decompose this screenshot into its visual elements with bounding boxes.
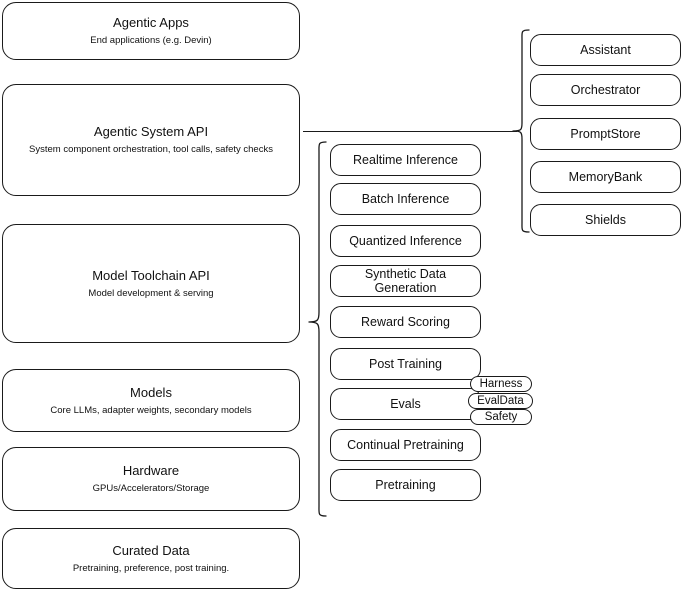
toolchain-item-post-training[interactable]: Post Training: [330, 348, 481, 380]
eval-tag-harness[interactable]: Harness: [470, 376, 532, 392]
system-item-shields[interactable]: Shields: [530, 204, 681, 236]
layer-title: Agentic Apps: [113, 15, 189, 30]
layer-subtitle: Model development & serving: [88, 287, 214, 299]
system-item-memorybank[interactable]: MemoryBank: [530, 161, 681, 193]
toolchain-item-reward-scoring[interactable]: Reward Scoring: [330, 306, 481, 338]
brace-toolchain-components: [308, 141, 327, 517]
toolchain-item-synthetic-data-generation[interactable]: Synthetic Data Generation: [330, 265, 481, 297]
layer-subtitle: Pretraining, preference, post training.: [72, 562, 230, 574]
eval-tag-evaldata[interactable]: EvalData: [468, 393, 533, 409]
toolchain-item-continual-pretraining[interactable]: Continual Pretraining: [330, 429, 481, 461]
toolchain-item-batch-inference[interactable]: Batch Inference: [330, 183, 481, 215]
toolchain-item-pretraining[interactable]: Pretraining: [330, 469, 481, 501]
system-item-promptstore[interactable]: PromptStore: [530, 118, 681, 150]
layer-title: Models: [130, 384, 172, 400]
eval-tag-safety[interactable]: Safety: [470, 409, 532, 425]
layer-title: Model Toolchain API: [92, 267, 210, 283]
brace-system-components: [512, 29, 530, 233]
layer-title: Hardware: [122, 463, 180, 478]
connector-system-api-to-components: [303, 131, 517, 133]
system-item-assistant[interactable]: Assistant: [530, 34, 681, 66]
toolchain-item-evals[interactable]: Evals: [330, 388, 481, 420]
layer-title: Agentic System API: [93, 124, 209, 139]
layer-box-agentic-system-api[interactable]: Agentic System API System component orche…: [2, 84, 300, 196]
layer-subtitle: End applications (e.g. Devin): [90, 35, 212, 46]
layer-box-model-toolchain-api[interactable]: Model Toolchain API Model development & s…: [2, 224, 300, 343]
layer-title: Curated Data: [112, 542, 190, 558]
layer-subtitle: System component orchestration, tool cal…: [29, 144, 273, 155]
system-item-orchestrator[interactable]: Orchestrator: [530, 74, 681, 106]
layer-subtitle: Core LLMs, adapter weights, secondary mo…: [50, 404, 252, 416]
layer-subtitle: GPUs/Accelerators/Storage: [92, 483, 210, 494]
toolchain-item-realtime-inference[interactable]: Realtime Inference: [330, 144, 481, 176]
toolchain-item-quantized-inference[interactable]: Quantized Inference: [330, 225, 481, 257]
